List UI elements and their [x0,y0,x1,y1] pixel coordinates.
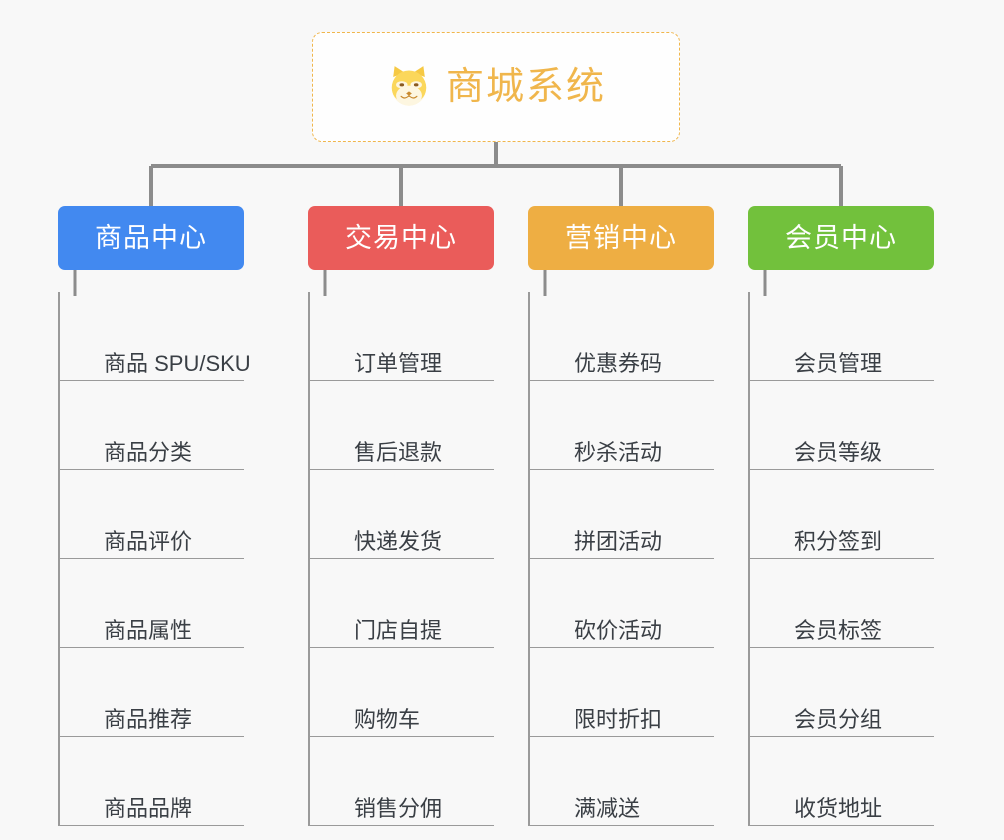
leaf-label: 商品属性 [104,617,193,643]
leaf-item[interactable]: 拼团活动 [530,470,714,559]
leaf-item[interactable]: 门店自提 [310,559,494,648]
leaf-item[interactable]: 购物车 [310,648,494,737]
branch-header-product[interactable]: 商品中心 [58,206,244,270]
branch-column-product: 商品中心 商品 SPU/SKU 商品分类 商品评价 商品属性 商品推荐 商品品牌 [58,206,251,826]
leaf-list: 订单管理 售后退款 快递发货 门店自提 购物车 销售分佣 [308,292,494,826]
leaf-item[interactable]: 订单管理 [310,292,494,381]
root-title: 商城系统 [445,66,606,108]
leaf-label: 商品分类 [104,439,193,465]
leaf-item[interactable]: 会员分组 [750,648,934,737]
leaf-label: 积分签到 [794,528,883,554]
leaf-label: 满减送 [574,795,641,821]
branch-header-marketing[interactable]: 营销中心 [528,206,714,270]
leaf-label: 拼团活动 [574,528,663,554]
leaf-label: 会员管理 [794,350,883,376]
root-node[interactable]: 商城系统 [312,32,680,142]
leaf-label: 商品 SPU/SKU [104,350,251,376]
leaf-label: 订单管理 [354,350,443,376]
leaf-item[interactable]: 秒杀活动 [530,381,714,470]
leaf-item[interactable]: 售后退款 [310,381,494,470]
leaf-label: 商品推荐 [104,706,193,732]
leaf-item[interactable]: 快递发货 [310,470,494,559]
branch-header-label: 交易中心 [345,222,457,253]
leaf-label: 售后退款 [354,439,443,465]
leaf-item[interactable]: 商品评价 [60,470,244,559]
leaf-list: 商品 SPU/SKU 商品分类 商品评价 商品属性 商品推荐 商品品牌 [58,292,251,826]
leaf-item[interactable]: 限时折扣 [530,648,714,737]
shiba-dog-face-icon [391,66,427,106]
leaf-item[interactable]: 销售分佣 [310,737,494,826]
leaf-item[interactable]: 会员管理 [750,292,934,381]
leaf-item[interactable]: 优惠券码 [530,292,714,381]
leaf-item[interactable]: 满减送 [530,737,714,826]
leaf-label: 门店自提 [354,617,443,643]
leaf-label: 快递发货 [354,528,443,554]
leaf-label: 商品评价 [104,528,193,554]
leaf-item[interactable]: 商品属性 [60,559,244,648]
leaf-item[interactable]: 砍价活动 [530,559,714,648]
branch-header-label: 营销中心 [565,222,677,253]
leaf-item[interactable]: 商品推荐 [60,648,244,737]
leaf-item[interactable]: 商品分类 [60,381,244,470]
leaf-list: 优惠券码 秒杀活动 拼团活动 砍价活动 限时折扣 满减送 [528,292,714,826]
leaf-item[interactable]: 积分签到 [750,470,934,559]
leaf-item[interactable]: 会员等级 [750,381,934,470]
leaf-label: 会员分组 [794,706,883,732]
leaf-label: 优惠券码 [574,350,663,376]
leaf-label: 砍价活动 [574,617,663,643]
leaf-label: 会员标签 [794,617,883,643]
leaf-item[interactable]: 商品品牌 [60,737,244,826]
branch-column-member: 会员中心 会员管理 会员等级 积分签到 会员标签 会员分组 收货地址 [748,206,934,826]
leaf-label: 会员等级 [794,439,883,465]
branch-column-marketing: 营销中心 优惠券码 秒杀活动 拼团活动 砍价活动 限时折扣 满减送 [528,206,714,826]
leaf-item[interactable]: 商品 SPU/SKU [60,292,251,381]
leaf-label: 商品品牌 [104,795,193,821]
branch-column-trade: 交易中心 订单管理 售后退款 快递发货 门店自提 购物车 销售分佣 [308,206,494,826]
leaf-item[interactable]: 收货地址 [750,737,934,826]
leaf-label: 购物车 [354,706,421,732]
leaf-label: 限时折扣 [574,706,663,732]
branch-header-label: 会员中心 [785,222,897,253]
leaf-label: 秒杀活动 [574,439,663,465]
leaf-label: 收货地址 [794,795,883,821]
branch-header-trade[interactable]: 交易中心 [308,206,494,270]
branch-header-label: 商品中心 [95,222,207,253]
leaf-label: 销售分佣 [354,795,443,821]
leaf-item[interactable]: 会员标签 [750,559,934,648]
leaf-list: 会员管理 会员等级 积分签到 会员标签 会员分组 收货地址 [748,292,934,826]
branch-header-member[interactable]: 会员中心 [748,206,934,270]
